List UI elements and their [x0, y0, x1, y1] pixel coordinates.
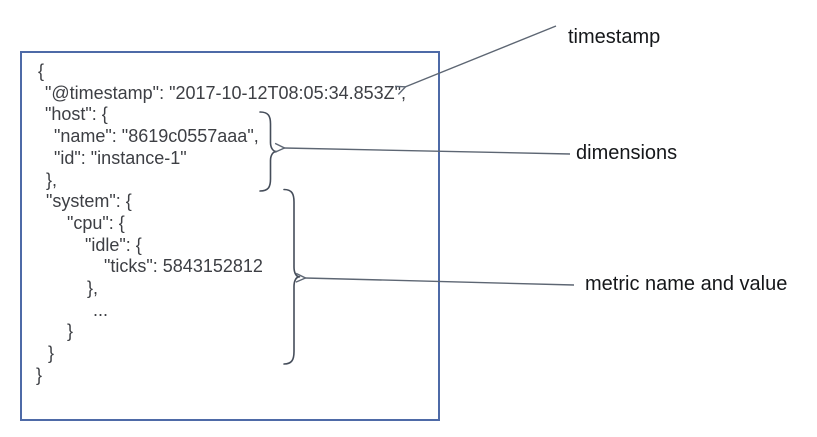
json-line: }	[67, 321, 74, 342]
dimensions-label: dimensions	[576, 142, 678, 164]
json-line: ...	[93, 299, 109, 320]
json-line: }	[36, 364, 43, 385]
json-line: "@timestamp": "2017-10-12T08:05:34.853Z"…	[45, 82, 407, 103]
json-line: "name": "8619c0557aaa",	[54, 126, 259, 147]
json-line: }	[48, 343, 55, 364]
json-line: "ticks": 5843152812	[104, 256, 263, 277]
json-line: "idle": {	[85, 234, 142, 255]
metric-label: metric name and value	[585, 273, 788, 295]
json-document-box: {"@timestamp": "2017-10-12T08:05:34.853Z…	[20, 51, 440, 421]
json-line: "host": {	[45, 104, 108, 125]
json-line: "system": {	[46, 191, 132, 212]
json-document: {"@timestamp": "2017-10-12T08:05:34.853Z…	[30, 61, 436, 387]
json-line: "cpu": {	[67, 212, 125, 233]
json-line: {	[38, 61, 45, 81]
json-line: "id": "instance-1"	[54, 147, 187, 168]
timestamp-label: timestamp	[568, 26, 661, 48]
json-line: },	[46, 169, 58, 190]
json-line: },	[87, 278, 99, 299]
